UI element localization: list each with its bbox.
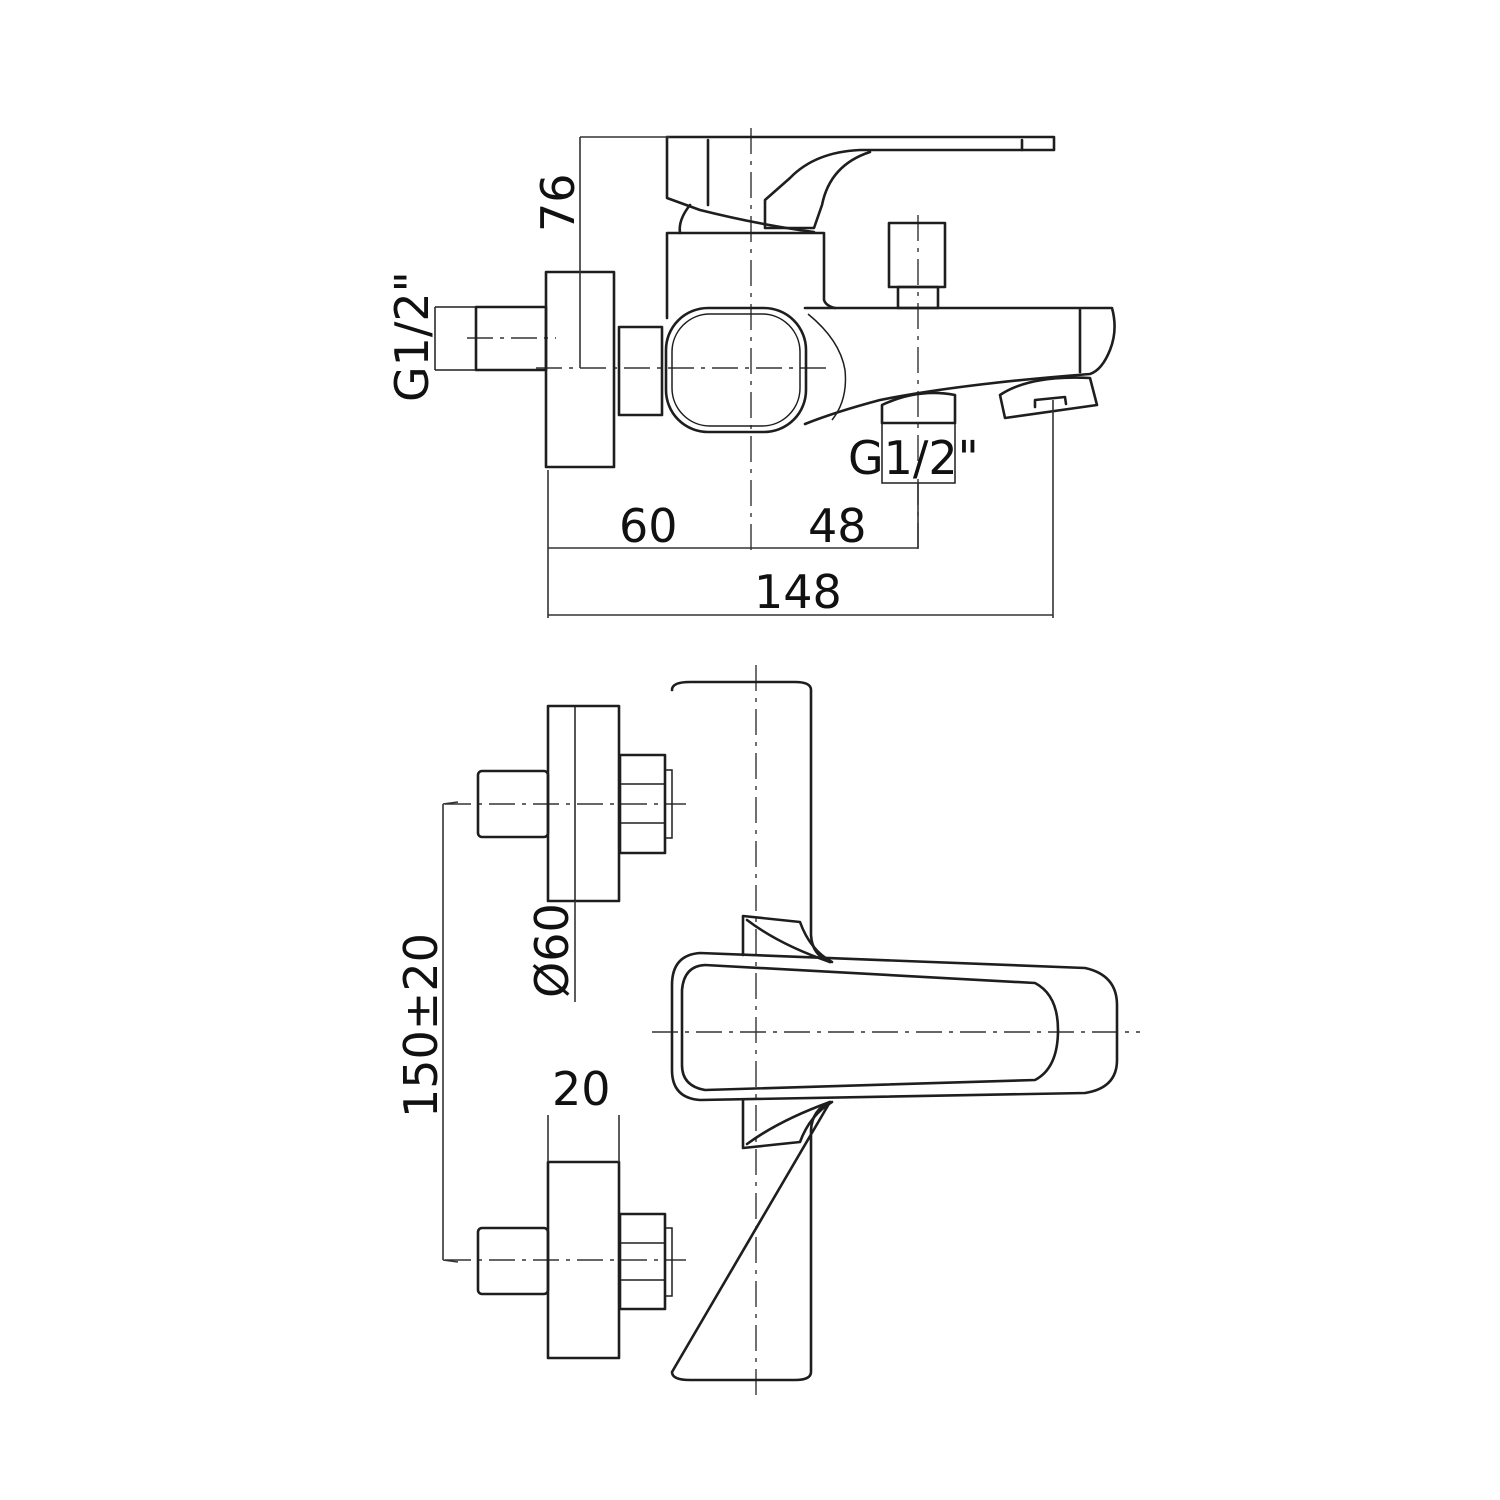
cartridge-neck	[678, 203, 692, 235]
spout-nozzle	[998, 376, 1099, 420]
nut	[617, 325, 664, 417]
bath-outlet	[880, 391, 957, 425]
dia-60-label: Ø60	[525, 903, 579, 998]
dim-lines	[547, 400, 1054, 618]
dim-60-label: 60	[619, 499, 678, 553]
dim-76-label: 76	[531, 173, 585, 232]
lever-handle	[665, 135, 1056, 230]
upper-inlet-pipe	[476, 769, 550, 839]
lever-outer	[670, 951, 1119, 1102]
lower-inlet-pipe	[476, 1226, 550, 1296]
inlet-pipe	[474, 305, 548, 372]
body-oval	[664, 306, 808, 434]
body-oval-inner	[671, 313, 801, 427]
dim-20-label: 20	[552, 1062, 611, 1116]
upper-nut	[618, 753, 667, 855]
lever-wing-bottom	[741, 1098, 834, 1150]
upper-nut-faces	[620, 769, 673, 839]
lever-front	[665, 135, 1024, 234]
front-view: 150±20 Ø60 20	[394, 665, 1140, 1400]
side-view: 76 G1/2" G1/2" 60 48 148	[385, 128, 1116, 619]
inlet-thread-ext	[434, 306, 476, 371]
lever-inner	[680, 963, 1060, 1092]
dim-148-label: 148	[754, 565, 842, 619]
lower-nut	[618, 1212, 667, 1311]
lever-wing-top	[741, 914, 834, 964]
diverter-knob	[887, 221, 947, 289]
dim-76-line	[579, 136, 670, 368]
spout-contour	[807, 313, 847, 421]
dim-20-lines	[547, 1115, 620, 1162]
dim-48-label: 48	[808, 499, 867, 553]
mixer-body	[670, 680, 832, 1382]
dim-150-line	[442, 801, 459, 1263]
dim-150-label: 150±20	[394, 933, 448, 1118]
lower-nut-faces	[620, 1227, 673, 1297]
spout	[803, 306, 1116, 426]
inlet-thread-label: G1/2"	[385, 271, 439, 402]
outlet-thread-label: G1/2"	[848, 431, 979, 485]
